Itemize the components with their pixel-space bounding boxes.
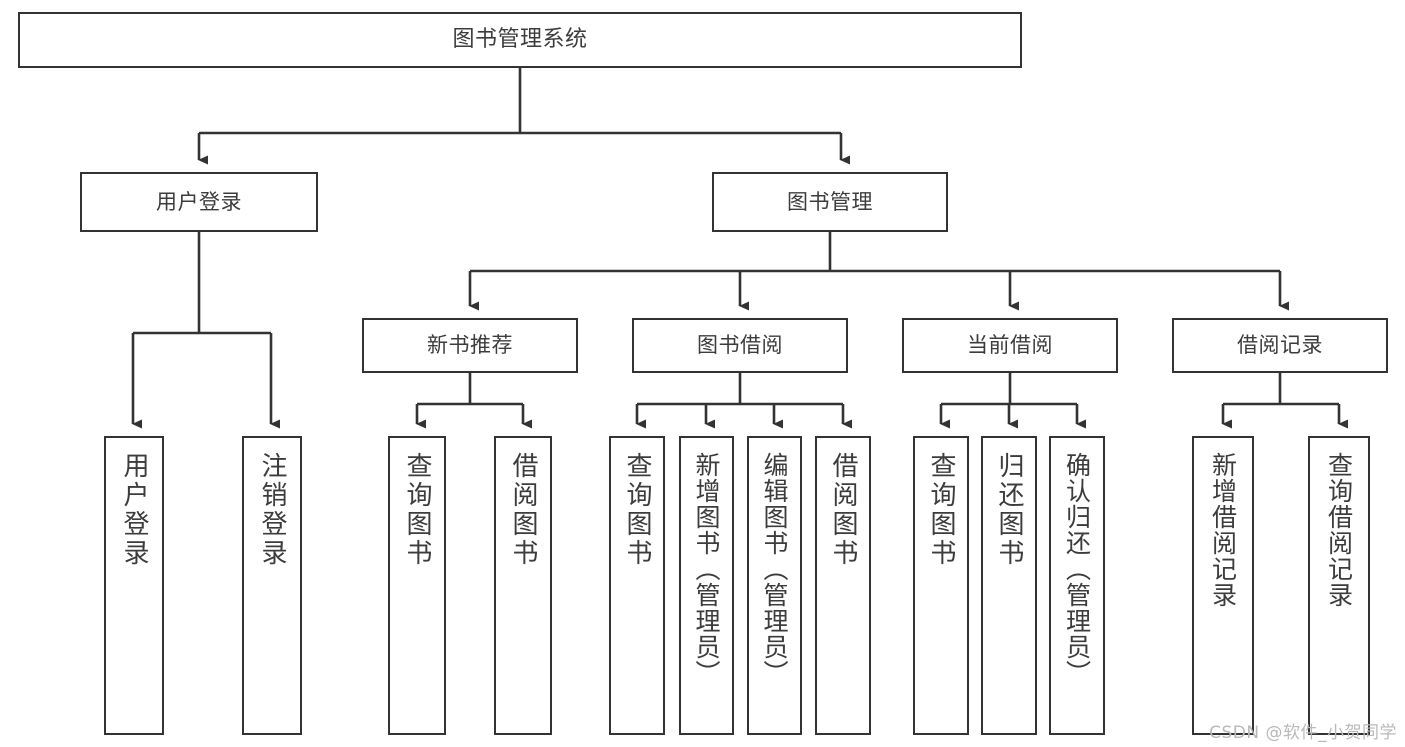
node-label: 归还图书 [994,452,1024,568]
node-current-borrowing[interactable]: 当前借阅 [902,318,1118,373]
node-leaf-user-login[interactable]: 用户登录 [104,436,164,735]
node-label: 新书推荐 [427,333,513,358]
node-book-management[interactable]: 图书管理 [712,172,948,232]
node-leaf-borrow-book-borrowing[interactable]: 借阅图书 [815,436,871,735]
node-label: 借阅图书 [828,452,858,568]
node-label: 查询图书 [622,452,652,568]
node-label: 查询图书 [926,452,956,568]
node-label: 新增借阅记录 [1208,452,1238,608]
node-label: 查询借阅记录 [1324,452,1354,608]
node-leaf-query-book-current[interactable]: 查询图书 [913,436,969,735]
node-label: 编辑图书（管理员） [760,452,789,686]
node-leaf-logout[interactable]: 注销登录 [242,436,302,735]
node-label: 图书管理 [787,189,873,214]
node-root-book-management-system[interactable]: 图书管理系统 [18,12,1022,68]
node-leaf-edit-book-admin[interactable]: 编辑图书（管理员） [747,436,802,735]
node-leaf-borrow-book-recommendation[interactable]: 借阅图书 [494,436,552,735]
node-label: 用户登录 [156,189,242,214]
node-label: 图书借阅 [697,333,783,358]
node-label: 当前借阅 [967,333,1053,358]
node-leaf-add-borrowing-record[interactable]: 新增借阅记录 [1192,436,1254,735]
node-label: 用户登录 [119,452,149,568]
node-leaf-query-borrowing-record[interactable]: 查询借阅记录 [1308,436,1370,735]
node-leaf-add-book-admin[interactable]: 新增图书（管理员） [679,436,734,735]
node-leaf-query-book-recommendation[interactable]: 查询图书 [388,436,446,735]
node-leaf-query-book-borrowing[interactable]: 查询图书 [609,436,665,735]
node-label: 新增图书（管理员） [692,452,721,686]
node-label: 图书管理系统 [452,27,588,53]
node-book-borrowing[interactable]: 图书借阅 [632,318,848,373]
node-leaf-return-book[interactable]: 归还图书 [981,436,1037,735]
node-label: 注销登录 [257,452,287,568]
node-new-book-recommendation[interactable]: 新书推荐 [362,318,578,373]
node-borrowing-record[interactable]: 借阅记录 [1172,318,1388,373]
node-label: 借阅图书 [508,452,538,568]
node-leaf-confirm-return-admin[interactable]: 确认归还（管理员） [1049,436,1105,735]
node-label: 确认归还（管理员） [1062,452,1092,686]
node-user-login[interactable]: 用户登录 [80,172,318,232]
csdn-watermark: CSDN @软件_小贺同学 [1209,723,1397,743]
node-label: 查询图书 [402,452,432,568]
node-label: 借阅记录 [1237,333,1323,358]
